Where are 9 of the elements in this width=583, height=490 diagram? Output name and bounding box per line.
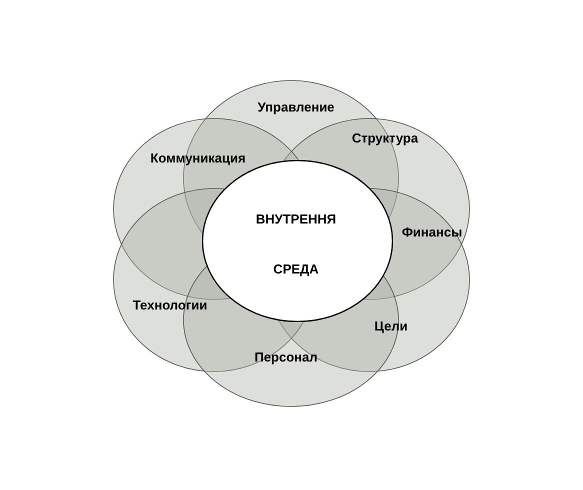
ellipse-label: Управление xyxy=(258,100,334,114)
ellipse-label: Коммуникация xyxy=(150,152,246,164)
center-title: ВНУТРЕННЯ xyxy=(256,212,336,226)
center-title: СРЕДА xyxy=(273,262,319,276)
ellipse-label: Структура xyxy=(352,132,418,144)
ellipse-label: Технологии xyxy=(132,298,208,312)
ellipse-label: Цели xyxy=(374,320,408,332)
ellipse-label: Финансы xyxy=(402,226,462,238)
ellipse-label: Персонал xyxy=(254,350,318,364)
